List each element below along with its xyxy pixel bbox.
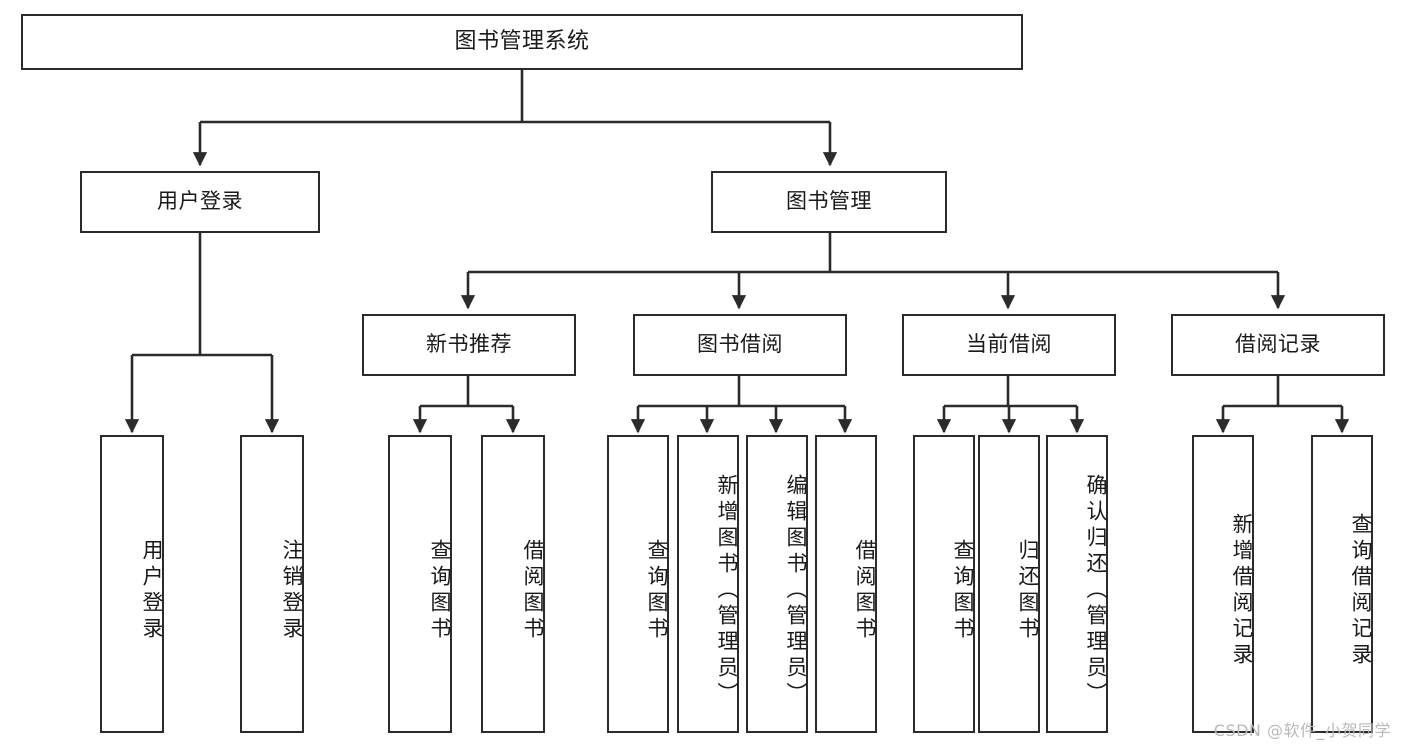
leaf-confirm-return-admin[interactable]: 确认归还（管理员） <box>1046 435 1108 733</box>
leaf-borrow-book-recommend[interactable]: 借阅图书 <box>481 435 545 733</box>
watermark-credit: CSDN @软件_小贺同学 <box>1213 721 1391 740</box>
leaf-query-book-current[interactable]: 查询图书 <box>913 435 975 733</box>
leaf-edit-book-admin[interactable]: 编辑图书（管理员） <box>746 435 808 733</box>
leaf-query-book-recommend[interactable]: 查询图书 <box>388 435 452 733</box>
node-root-system[interactable]: 图书管理系统 <box>21 14 1023 70</box>
leaf-user-login[interactable]: 用户登录 <box>100 435 164 733</box>
node-book-manage[interactable]: 图书管理 <box>711 171 947 233</box>
leaf-query-book-borrow[interactable]: 查询图书 <box>607 435 669 733</box>
leaf-add-borrow-record[interactable]: 新增借阅记录 <box>1192 435 1254 733</box>
leaf-query-borrow-record[interactable]: 查询借阅记录 <box>1311 435 1373 733</box>
leaf-borrow-book-borrow[interactable]: 借阅图书 <box>815 435 877 733</box>
leaf-add-book-admin[interactable]: 新增图书（管理员） <box>677 435 739 733</box>
leaf-logout[interactable]: 注销登录 <box>240 435 304 733</box>
node-current-borrow[interactable]: 当前借阅 <box>902 314 1116 376</box>
node-user-login[interactable]: 用户登录 <box>80 171 320 233</box>
leaf-return-book[interactable]: 归还图书 <box>978 435 1040 733</box>
node-borrow-record[interactable]: 借阅记录 <box>1171 314 1385 376</box>
node-new-book-recommend[interactable]: 新书推荐 <box>362 314 576 376</box>
node-book-borrow[interactable]: 图书借阅 <box>633 314 847 376</box>
